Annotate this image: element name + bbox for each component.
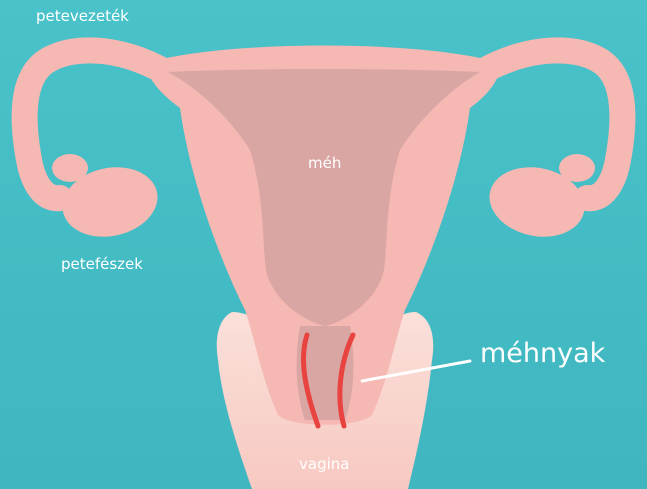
ovary-label: petefészek: [61, 255, 143, 273]
cervix-label: méhnyak: [480, 338, 605, 369]
vagina-label: vagina: [299, 455, 349, 473]
uterus-label: méh: [308, 154, 341, 172]
fallopian-tube-label: petevezeték: [36, 7, 129, 25]
